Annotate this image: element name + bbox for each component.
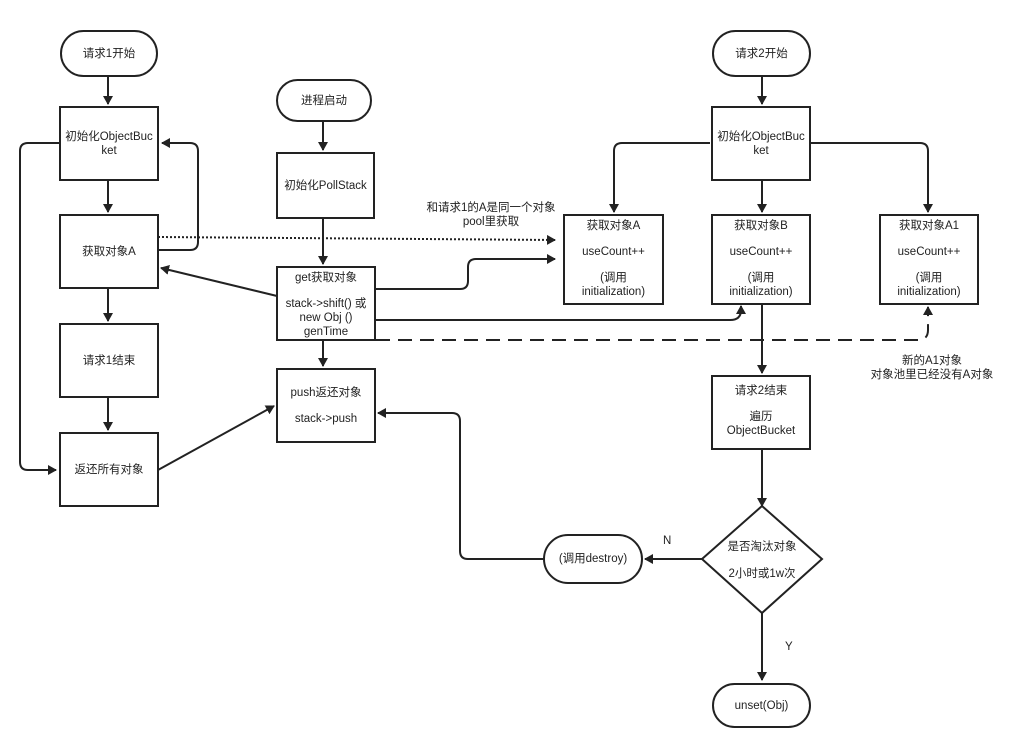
req1-get-a-node: 获取对象A xyxy=(59,214,159,289)
edge-dashed-new-a1 xyxy=(376,306,933,341)
req1-start-node: 请求1开始 xyxy=(60,30,158,77)
destroy-node: (调用destroy) xyxy=(543,534,643,584)
req2-get-a-call-2: initialization) xyxy=(581,286,646,298)
req2-end-line-1: 遍历 xyxy=(749,411,773,423)
req2-get-a1-node: 获取对象A1 useCount++ (调用 initialization) xyxy=(879,214,979,305)
req1-end-label: 请求1结束 xyxy=(82,354,136,367)
req2-get-b-call-2: initialization) xyxy=(729,286,793,298)
yes-branch-label: Y xyxy=(785,641,793,653)
req2-end-line-2: ObjectBucket xyxy=(726,425,796,437)
get-object-node: get获取对象 stack->shift() 或 new Obj () genT… xyxy=(276,266,376,341)
edge-dotted-same-object xyxy=(157,234,556,245)
decision-question: 是否淘汰对象 xyxy=(727,541,797,553)
no-branch-label: N xyxy=(663,535,672,547)
same-object-line-2: pool里获取 xyxy=(462,216,520,228)
req1-start-label: 请求1开始 xyxy=(82,47,136,60)
req2-get-a1-call-2: initialization) xyxy=(897,286,961,298)
unset-label: unset(Obj) xyxy=(734,699,789,712)
decision-diamond xyxy=(700,504,824,615)
get-object-line-1: stack->shift() 或 xyxy=(285,298,367,310)
req2-get-a1-count: useCount++ xyxy=(897,246,961,258)
req2-start-label: 请求2开始 xyxy=(735,47,788,60)
req2-init-label-1: 初始化ObjectBuc xyxy=(717,130,805,143)
init-pollstack-node: 初始化PollStack xyxy=(276,152,375,219)
req2-end-node: 请求2结束 遍历 ObjectBucket xyxy=(711,375,811,450)
req2-get-a-title: 获取对象A xyxy=(586,220,641,232)
get-object-title: get获取对象 xyxy=(295,272,357,284)
req2-get-b-count: useCount++ xyxy=(729,246,793,258)
req1-return-label: 返还所有对象 xyxy=(74,463,144,476)
req2-get-b-title: 获取对象B xyxy=(734,220,788,232)
edge-init-to-A xyxy=(609,142,710,213)
same-object-annotation: 和请求1的A是同一个对象 pool里获取 xyxy=(416,201,566,229)
req2-get-a-count: useCount++ xyxy=(582,246,645,258)
req1-init-label-1: 初始化ObjectBuc xyxy=(65,130,153,143)
edge-init-bypass-return xyxy=(19,142,59,475)
req1-get-a-label: 获取对象A xyxy=(82,245,136,258)
push-object-title: push返还对象 xyxy=(290,386,362,399)
req1-end-node: 请求1结束 xyxy=(59,323,159,398)
edge-getA-loop-init xyxy=(158,138,199,251)
edge-return-to-push xyxy=(157,405,275,471)
process-start-label: 进程启动 xyxy=(301,94,347,107)
req1-return-node: 返还所有对象 xyxy=(59,432,159,507)
get-object-line-2: new Obj () xyxy=(299,312,353,324)
req2-get-a1-call-1: (调用 xyxy=(915,272,943,284)
unset-node: unset(Obj) xyxy=(712,683,811,728)
destroy-label: (调用destroy) xyxy=(558,553,628,565)
req2-end-title: 请求2结束 xyxy=(734,385,788,397)
new-a1-line-2: 对象池里已经没有A对象 xyxy=(870,369,994,381)
same-object-line-1: 和请求1的A是同一个对象 xyxy=(426,202,556,214)
decision-text: 是否淘汰对象 2小时或1w次 xyxy=(702,540,822,581)
init-pollstack-label: 初始化PollStack xyxy=(284,179,367,192)
edge-get-to-req2A xyxy=(376,254,556,290)
get-object-line-3: genTime xyxy=(303,326,349,338)
edge-get-to-getA xyxy=(160,265,278,297)
edge-destroy-to-push xyxy=(377,408,546,560)
req2-init-node: 初始化ObjectBuc ket xyxy=(711,106,811,181)
push-object-line: stack->push xyxy=(294,412,358,425)
req1-init-label-2: ket xyxy=(101,144,117,157)
req2-get-a1-title: 获取对象A1 xyxy=(898,220,960,232)
req2-get-a-node: 获取对象A useCount++ (调用 initialization) xyxy=(563,214,664,305)
edge-get-to-req2B xyxy=(376,305,746,321)
req1-init-node: 初始化ObjectBuc ket xyxy=(59,106,159,181)
req2-get-a-call-1: (调用 xyxy=(600,272,627,284)
req2-get-b-call-1: (调用 xyxy=(747,272,775,284)
edge-init-to-A1 xyxy=(810,142,933,213)
decision-condition: 2小时或1w次 xyxy=(728,568,796,580)
push-object-node: push返还对象 stack->push xyxy=(276,368,376,443)
new-a1-line-1: 新的A1对象 xyxy=(901,355,963,367)
process-start-node: 进程启动 xyxy=(276,79,372,122)
req2-get-b-node: 获取对象B useCount++ (调用 initialization) xyxy=(711,214,811,305)
req2-start-node: 请求2开始 xyxy=(712,30,811,77)
req2-init-label-2: ket xyxy=(753,144,769,157)
new-a1-annotation: 新的A1对象 对象池里已经没有A对象 xyxy=(862,354,1002,382)
